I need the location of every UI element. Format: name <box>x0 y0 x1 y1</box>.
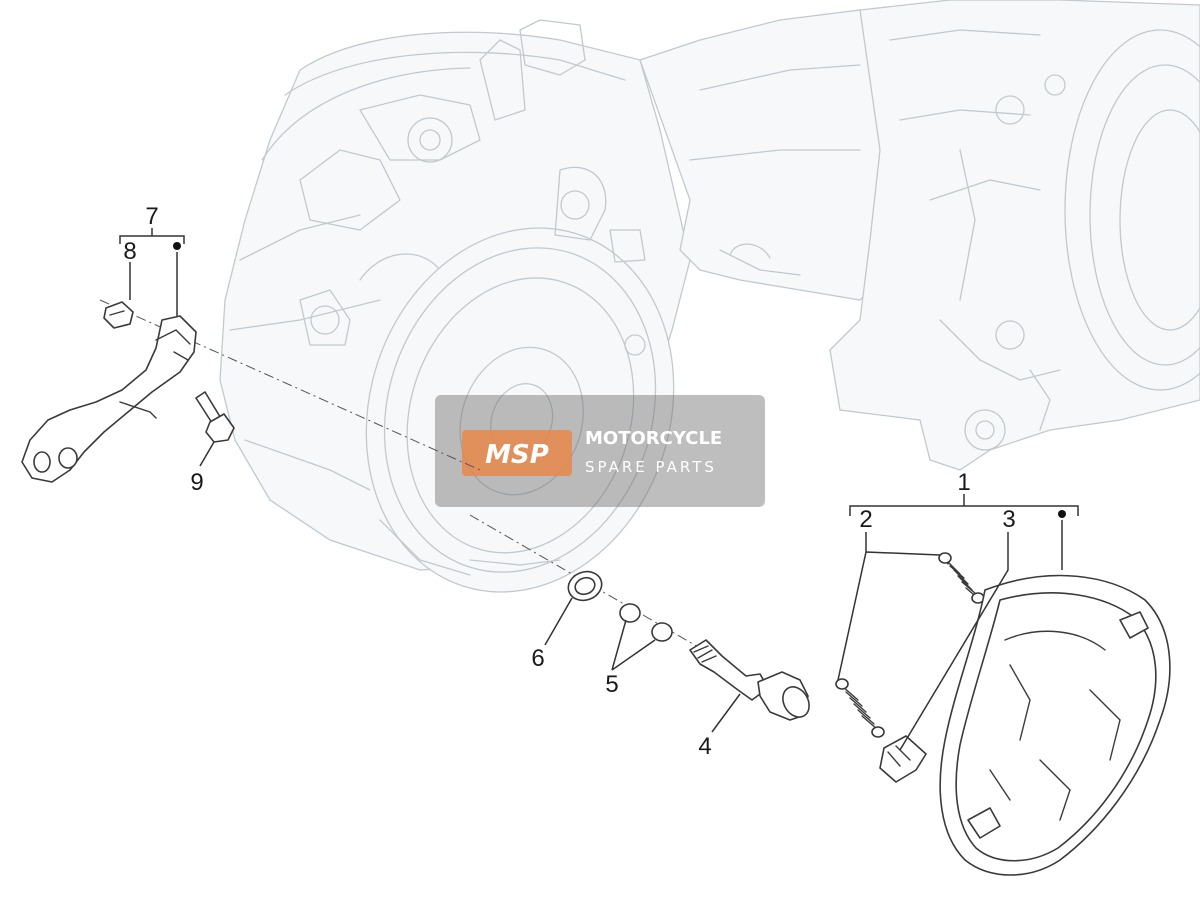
callout-2: 2 <box>859 506 872 533</box>
bullet-1 <box>1058 510 1066 518</box>
callout-7: 7 <box>145 203 158 230</box>
leader-3 <box>899 532 1009 751</box>
watermark-logo-badge <box>462 430 572 476</box>
leaders <box>119 228 1079 751</box>
leader-2 <box>837 532 941 681</box>
callout-labels: 7 8 9 1 2 3 6 5 4 <box>123 203 1015 760</box>
watermark-line1: MOTORCYCLE <box>585 428 722 449</box>
callout-4: 4 <box>698 733 711 760</box>
callout-8: 8 <box>123 238 136 265</box>
leader-5 <box>611 619 656 671</box>
part-4-cam-shaft <box>689 639 810 721</box>
part-6-seal <box>567 570 603 602</box>
callout-9: 9 <box>190 469 203 496</box>
part-9-bolt <box>195 391 235 443</box>
part-8-nut <box>103 301 134 329</box>
part-brake-lever <box>21 315 197 483</box>
watermark: MSP MOTORCYCLE SPARE PARTS <box>435 395 765 507</box>
part-5-o-rings <box>619 603 673 642</box>
leader-6 <box>544 597 573 646</box>
watermark-logo-text: MSP <box>485 440 549 470</box>
engine-background <box>219 0 1200 593</box>
leader-4 <box>711 693 741 733</box>
watermark-line2: SPARE PARTS <box>585 458 717 476</box>
part-2-springs <box>835 552 985 738</box>
callout-6: 6 <box>531 645 544 672</box>
callout-1: 1 <box>957 469 970 496</box>
bullet-7 <box>173 242 181 250</box>
part-3-brake-shoes <box>879 574 1171 876</box>
leader-9 <box>199 441 215 467</box>
callout-3: 3 <box>1002 506 1015 533</box>
callout-5: 5 <box>605 671 618 698</box>
bracket-1 <box>849 505 1079 516</box>
